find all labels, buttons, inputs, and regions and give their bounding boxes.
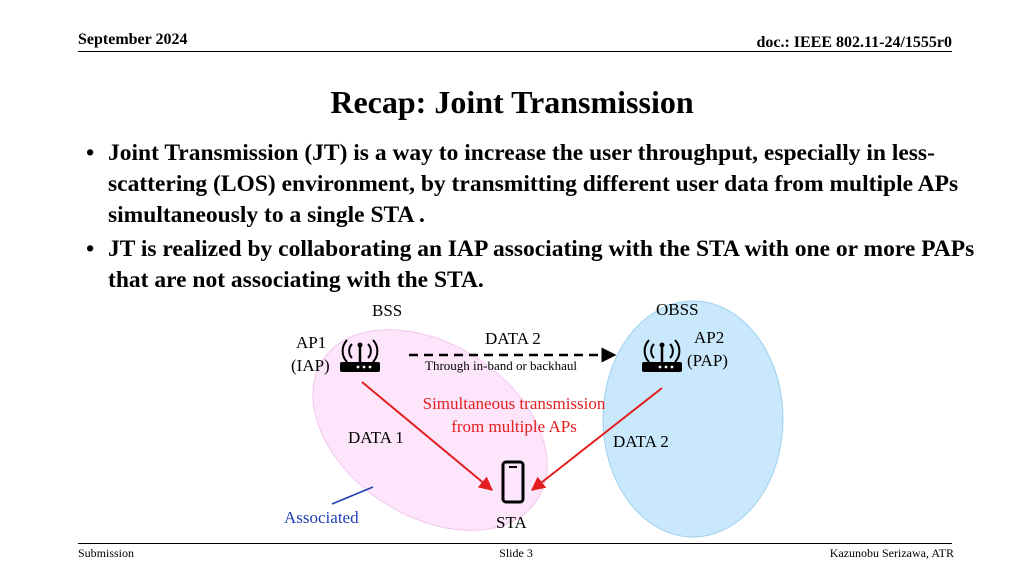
smartphone-icon <box>501 460 525 504</box>
footer-rule <box>78 543 952 544</box>
simultaneous-caption-line1: Simultaneous transmission <box>422 394 606 413</box>
footer-slide-number: Slide 3 <box>499 546 533 560</box>
ap1-label: AP1 <box>296 333 327 352</box>
data1-label: DATA 1 <box>348 428 404 447</box>
data2-arrow <box>530 387 663 491</box>
bullet-text: JT is realized by collaborating an IAP a… <box>108 236 975 293</box>
header-date: September 2024 <box>78 31 188 48</box>
simultaneous-caption-line2: from multiple APs <box>451 417 577 436</box>
footer-author: Kazunobu Serizawa, ATR <box>829 546 954 560</box>
wifi-router-icon <box>642 339 682 372</box>
data1-arrow <box>361 381 494 491</box>
data2-label: DATA 2 <box>613 432 669 451</box>
associated-label: Associated <box>284 508 359 527</box>
ap2-label: AP2 <box>694 328 725 347</box>
bullet-item: •JT is realized by collaborating an IAP … <box>86 236 975 293</box>
header-doc-id: doc.: IEEE 802.11-24/1555r0 <box>756 34 952 51</box>
bullet-text: Joint Transmission (JT) is a way to incr… <box>108 140 959 228</box>
sta-label: STA <box>496 513 527 532</box>
footer-submission: Submission <box>78 546 135 560</box>
ap2-role-label: (PAP) <box>687 351 728 370</box>
slide-title: Recap: Joint Transmission <box>330 84 694 120</box>
obss-label: OBSS <box>656 300 699 319</box>
data2-backhaul-label: DATA 2 <box>485 329 541 348</box>
header-rule <box>78 51 952 52</box>
backhaul-caption: Through in-band or backhaul <box>425 358 577 373</box>
bullet-list: •Joint Transmission (JT) is a way to inc… <box>86 138 986 299</box>
wifi-router-icon <box>340 339 380 372</box>
ap1-role-label: (IAP) <box>291 356 330 375</box>
bullet-item: •Joint Transmission (JT) is a way to inc… <box>86 140 959 228</box>
bss-label: BSS <box>372 301 403 320</box>
associated-pointer <box>331 486 374 505</box>
